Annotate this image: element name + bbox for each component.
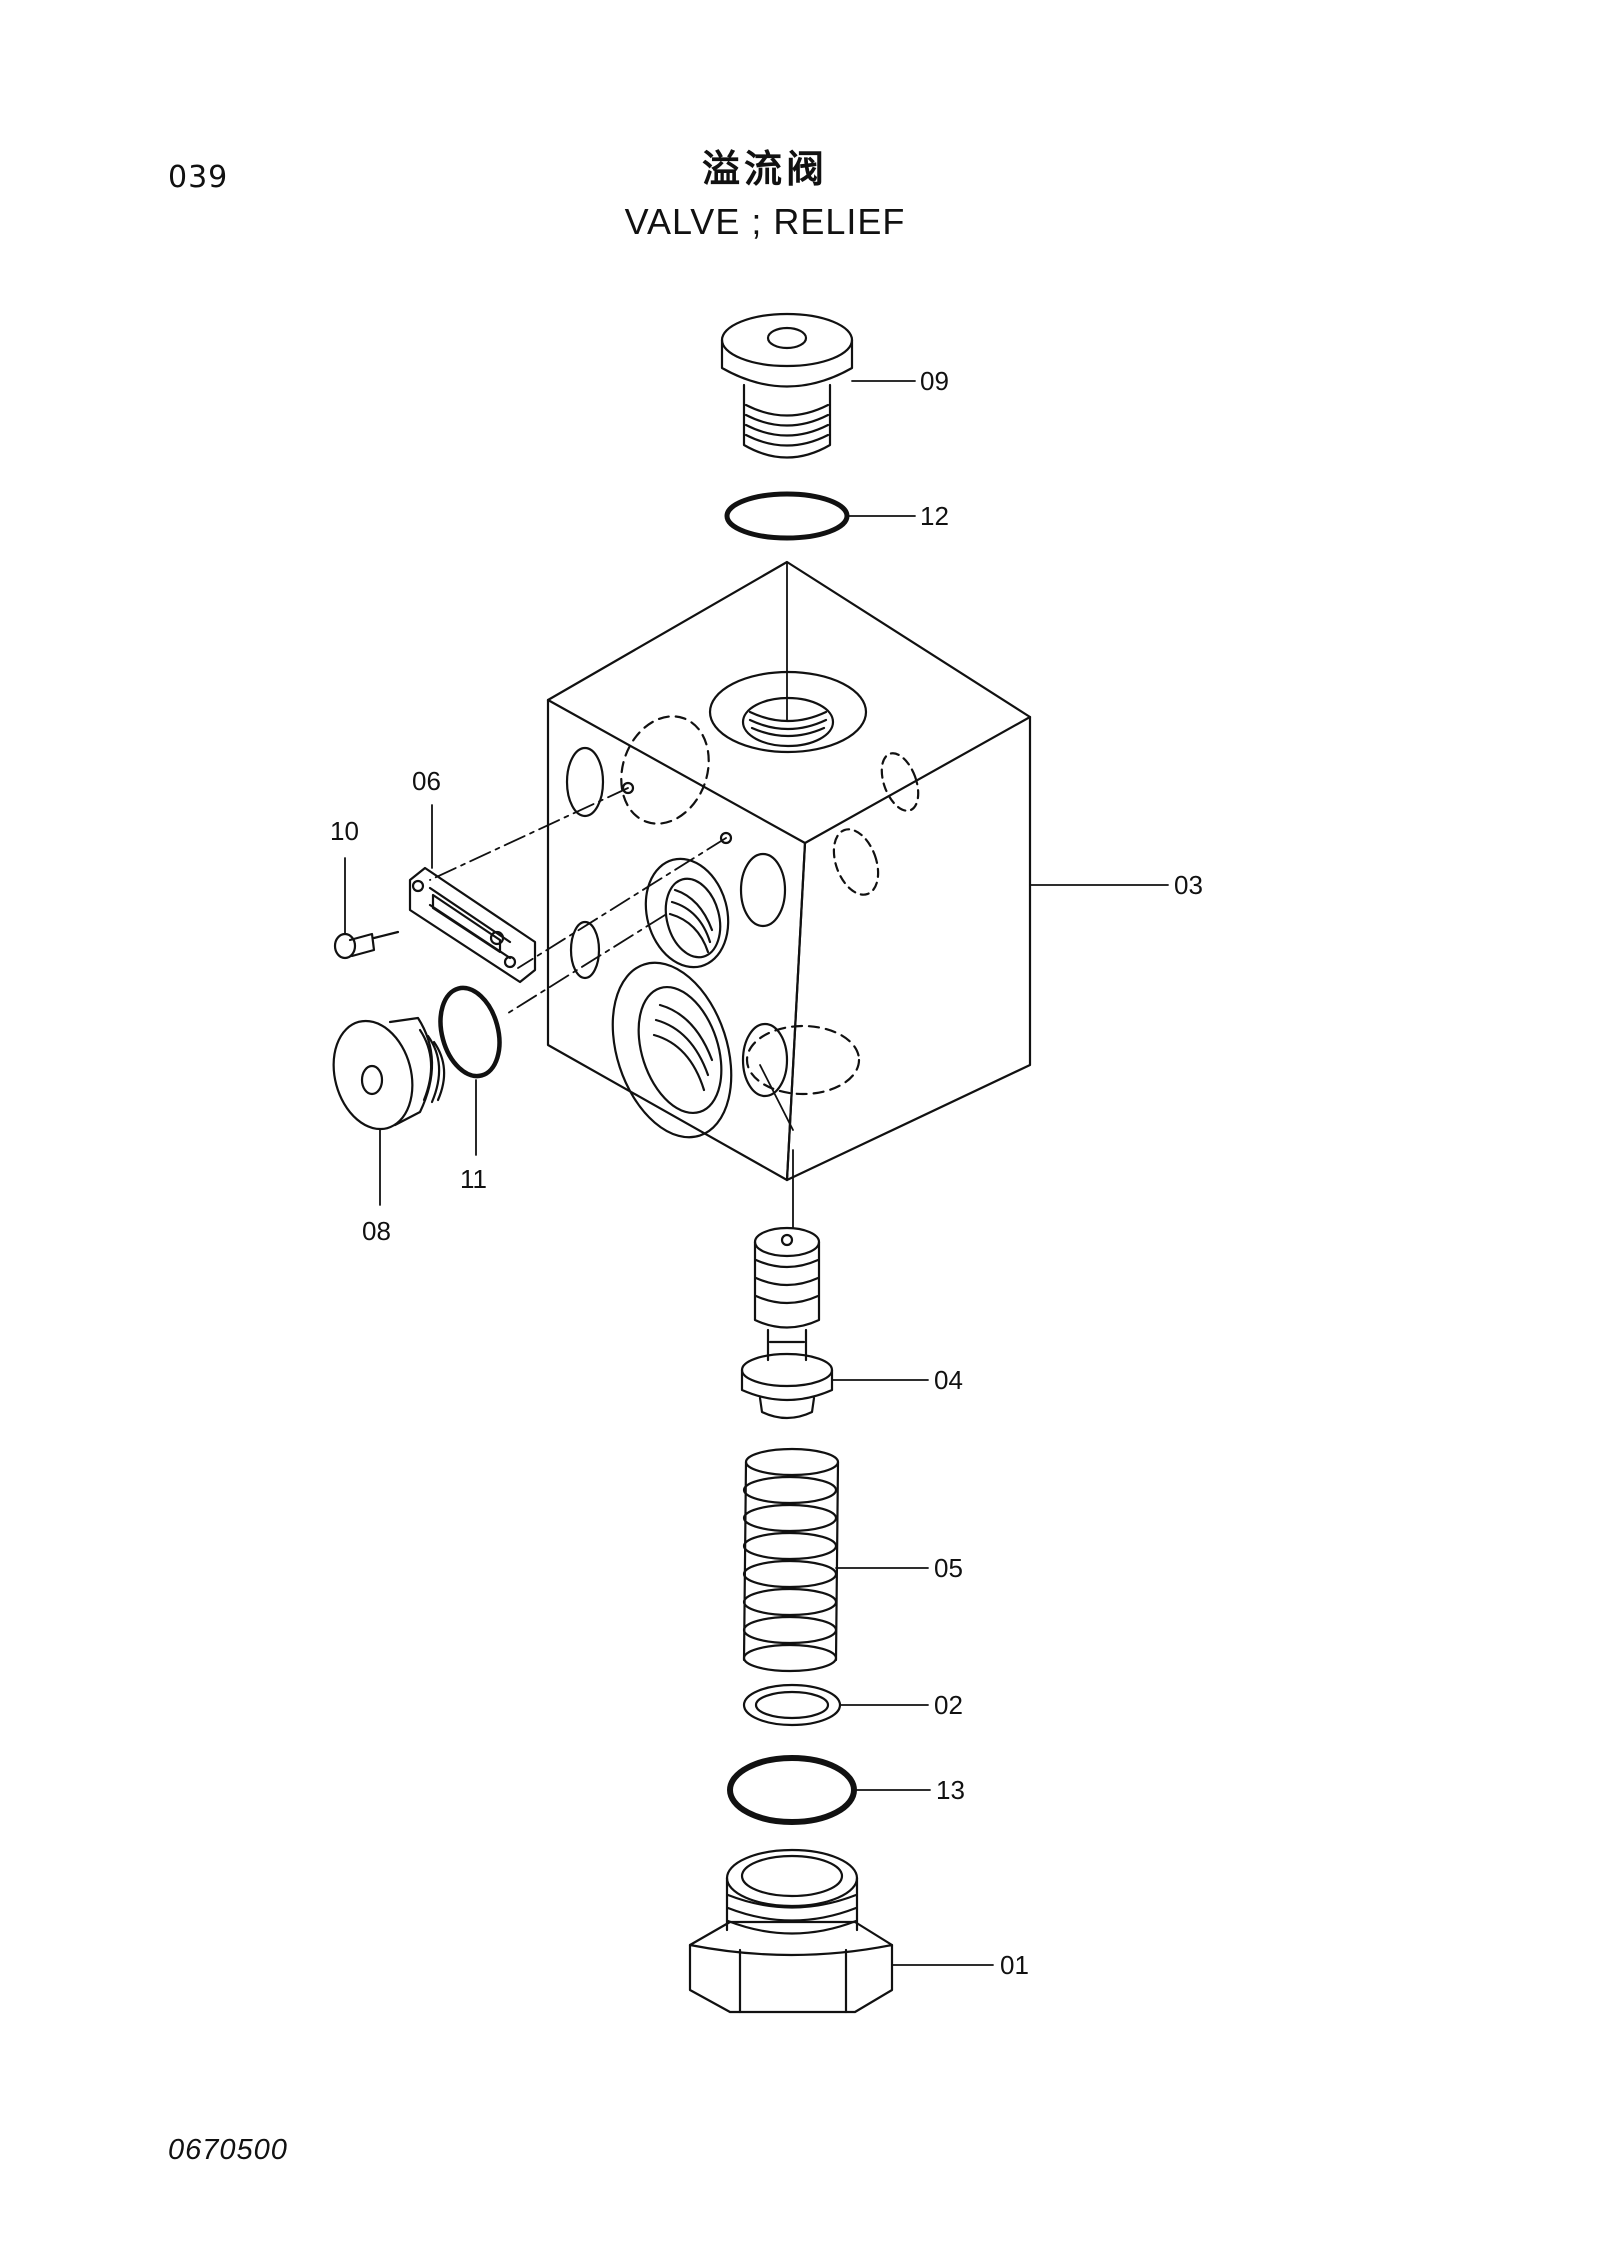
title-chinese: 溢流阀 bbox=[701, 147, 828, 191]
callout-06: 06 bbox=[412, 766, 441, 796]
part-06-plate bbox=[408, 866, 537, 984]
leader-lines bbox=[344, 380, 1169, 1966]
part-08-plug bbox=[332, 1016, 446, 1131]
part-05-spring bbox=[742, 1447, 840, 1673]
callout-03: 03 bbox=[1174, 870, 1203, 900]
callout-02: 02 bbox=[934, 1690, 963, 1720]
callout-04: 04 bbox=[934, 1365, 963, 1395]
callout-12: 12 bbox=[920, 501, 949, 531]
part-01-plug-nut bbox=[688, 1848, 894, 2014]
title-block: 溢流阀 VALVE ; RELIEF bbox=[0, 138, 1530, 243]
page-code: 039 bbox=[168, 160, 229, 195]
callout-11: 11 bbox=[460, 1164, 487, 1194]
drawing-number: 0670500 bbox=[168, 2134, 288, 2166]
callouts: 09 12 03 06 10 08 11 04 05 02 13 01 bbox=[330, 366, 1203, 1980]
part-02-ring bbox=[742, 1683, 842, 1727]
part-03-valve-body bbox=[546, 560, 1032, 1182]
callout-05: 05 bbox=[934, 1553, 963, 1583]
part-09-plug bbox=[720, 312, 854, 459]
callout-13: 13 bbox=[936, 1775, 965, 1805]
callout-09: 09 bbox=[920, 366, 949, 396]
callout-10: 10 bbox=[330, 816, 359, 846]
part-11-o-ring bbox=[438, 985, 502, 1079]
part-04-poppet bbox=[740, 1226, 834, 1420]
assembly-lines bbox=[429, 562, 794, 1229]
part-12-o-ring bbox=[724, 491, 850, 541]
part-13-o-ring bbox=[727, 1755, 857, 1825]
callout-01: 01 bbox=[1000, 1950, 1029, 1980]
part-10-screw bbox=[333, 930, 400, 960]
title-english: VALVE ; RELIEF bbox=[624, 201, 906, 242]
callout-08: 08 bbox=[362, 1216, 391, 1246]
